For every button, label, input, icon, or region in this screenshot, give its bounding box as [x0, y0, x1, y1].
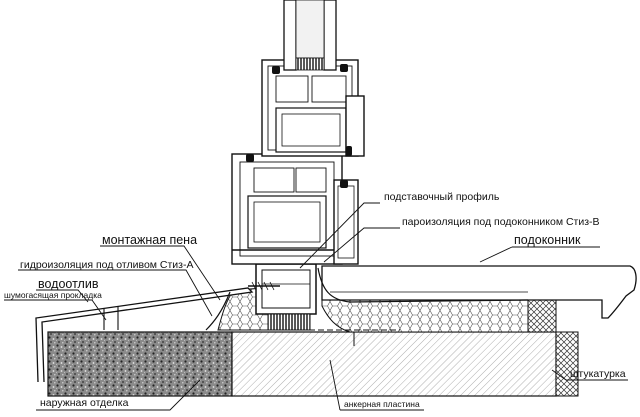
screw-thread	[251, 281, 275, 291]
leader-ankernaya	[329, 359, 424, 411]
waterproofing-tape	[205, 291, 231, 331]
leader-podstavochny	[299, 202, 380, 269]
leader-shumogasyashchaya	[4, 299, 107, 321]
label-naruzhnaya-otdelka: наружная отделка	[40, 397, 129, 409]
leader-lines	[4, 202, 628, 411]
window-frame-profile	[231, 153, 359, 265]
drip-sill-flashing	[35, 287, 254, 383]
gasket-strip	[267, 313, 311, 331]
label-paroizolyatsiya: пароизоляция под подоконником Стиз-В	[402, 216, 600, 228]
label-shtukaturka: штукатурка	[570, 368, 626, 380]
vapour-barrier-tape	[317, 267, 529, 303]
label-ankernaya-plastina: анкерная пластина	[344, 399, 420, 409]
support-profile-inner	[261, 269, 311, 309]
leader-vodootliv	[36, 289, 89, 303]
window-sash-profile	[261, 59, 365, 157]
exterior-finish-block	[47, 331, 233, 397]
leader-naruzhnaya-otdelka	[36, 379, 201, 411]
glass-unit	[283, 0, 337, 71]
leader-paroizolyatsiya	[323, 227, 400, 263]
label-montazhnaya-pena: монтажная пена	[102, 233, 197, 247]
label-gidroizolyatsiya: гидроизоляция под отливом Стиз-А	[20, 259, 194, 271]
leader-shtukaturka	[551, 369, 628, 381]
label-shumogasyashchaya: шумогасящая прокладка	[4, 290, 102, 300]
leader-gidroizolyatsiya	[18, 269, 213, 317]
wall-body	[231, 331, 557, 397]
leader-podokonnik	[479, 246, 600, 263]
leader-montazhnaya-pena	[100, 245, 221, 301]
plaster-strip	[555, 331, 579, 397]
support-profile	[255, 263, 317, 315]
label-podokonnik: подоконник	[514, 233, 581, 247]
label-podstavochny-profil: подставочный профиль	[384, 191, 500, 203]
label-vodootliv: водоотлив	[38, 277, 99, 291]
rubber-seals	[246, 64, 352, 188]
